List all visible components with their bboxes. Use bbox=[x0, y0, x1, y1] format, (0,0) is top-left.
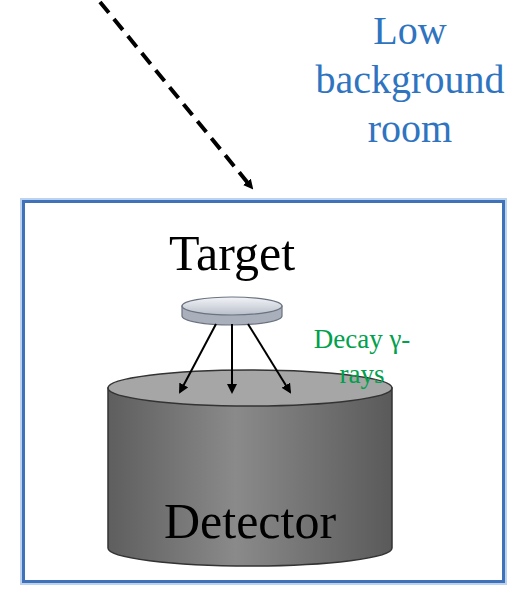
target-disk bbox=[182, 297, 282, 325]
room-box: Low background roomTargetDetector bbox=[22, 200, 505, 583]
gamma-label: Decay γ-rays bbox=[306, 322, 418, 392]
detector-cylinder bbox=[108, 370, 392, 566]
target-label: Target bbox=[132, 226, 332, 281]
gamma-ray-arrow bbox=[231, 324, 233, 392]
target-node: Target bbox=[132, 226, 332, 329]
detector-node: Detector bbox=[108, 370, 392, 566]
detector-label: Detector bbox=[108, 494, 392, 549]
room-heading: Low background room bbox=[310, 7, 510, 153]
incident-beam bbox=[100, 2, 252, 188]
gamma-ray-arrow bbox=[248, 324, 290, 392]
gamma-ray-arrow bbox=[180, 324, 216, 392]
